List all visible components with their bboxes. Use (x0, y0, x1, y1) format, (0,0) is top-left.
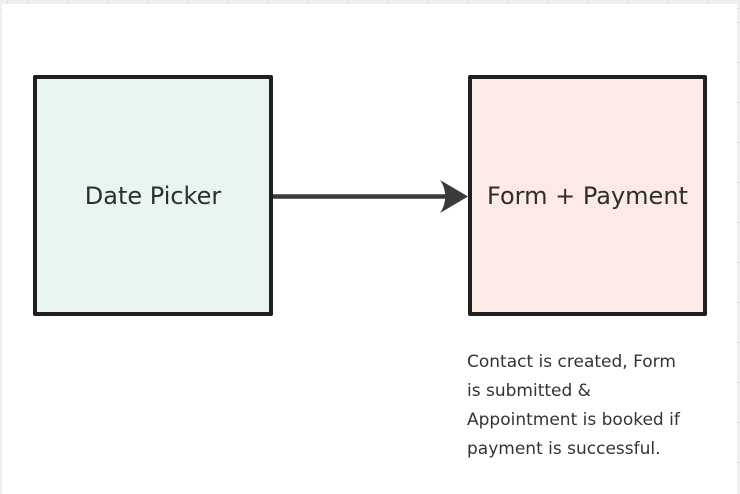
node-form-payment-label: Form + Payment (487, 181, 688, 210)
annotation-line: Appointment is booked if (467, 410, 680, 430)
node-date-picker[interactable]: Date Picker (33, 75, 273, 316)
annotation-line: payment is successful. (467, 439, 661, 459)
node-form-payment[interactable]: Form + Payment (468, 75, 707, 316)
annotation-line: Contact is created, Form (467, 352, 676, 372)
node-date-picker-label: Date Picker (84, 181, 222, 210)
whiteboard[interactable]: Date Picker Form + Payment Contact is cr… (2, 4, 737, 494)
connector-arrow[interactable] (273, 178, 469, 215)
annotation-text[interactable]: Contact is created, Form is submitted & … (467, 348, 717, 464)
arrowhead-icon (440, 180, 468, 213)
annotation-line: is submitted & (467, 381, 591, 401)
